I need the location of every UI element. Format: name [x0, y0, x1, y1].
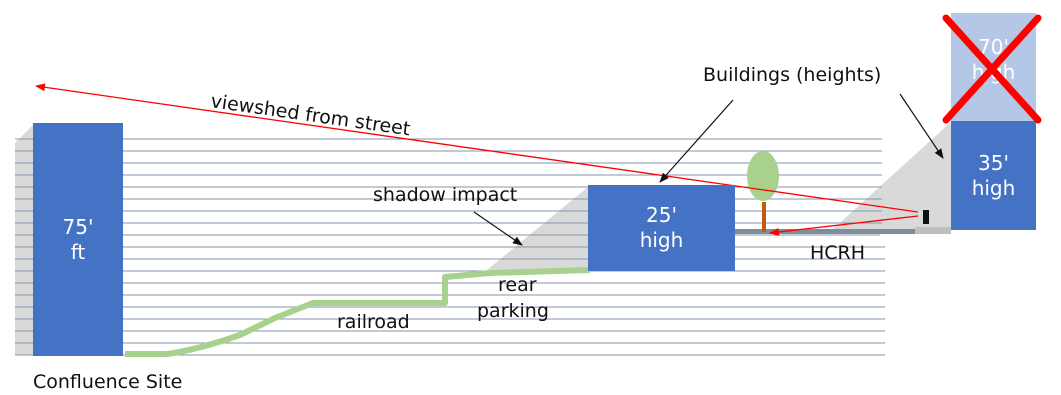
tree-trunk — [762, 202, 766, 232]
right-height-unit: high — [971, 175, 1016, 200]
middle-height-value: 25' — [646, 203, 677, 227]
site-height-unit: ft — [70, 239, 86, 264]
tree-sightline — [769, 215, 919, 236]
buildings-arrow-to-right — [899, 93, 944, 159]
middle-building: 25' high — [588, 185, 735, 271]
right-building-shadow — [832, 122, 951, 230]
confluence-site-building: 75' ft — [33, 123, 123, 356]
removed-cross-icon — [942, 14, 1042, 124]
viewshed-sightline — [35, 83, 919, 213]
shadow-impact-label: shadow impact — [373, 184, 518, 206]
site-height-value: 75' — [62, 214, 94, 239]
street-viewer-marker — [923, 210, 929, 224]
buildings-heights-label: Buildings (heights) — [703, 64, 882, 86]
railroad-label: railroad — [337, 311, 410, 333]
shadow-impact-area — [487, 187, 588, 272]
site-label: Confluence Site — [33, 371, 183, 393]
hcrh-road — [735, 229, 915, 234]
railroad-grade-line — [125, 267, 591, 357]
middle-height-unit: high — [639, 228, 684, 252]
hcrh-label: HCRH — [810, 242, 866, 264]
site-shadow — [15, 125, 33, 355]
rear-parking-label-line2: parking — [477, 300, 549, 322]
buildings-arrow-to-middle — [659, 99, 734, 183]
ground-lines — [15, 138, 885, 356]
sidewalk — [915, 227, 951, 234]
right-building: 35' high — [951, 121, 1036, 230]
right-height-value: 35' — [978, 150, 1009, 175]
shadow-impact-arrow — [473, 211, 523, 246]
rear-parking-label-line1: rear — [498, 274, 537, 296]
